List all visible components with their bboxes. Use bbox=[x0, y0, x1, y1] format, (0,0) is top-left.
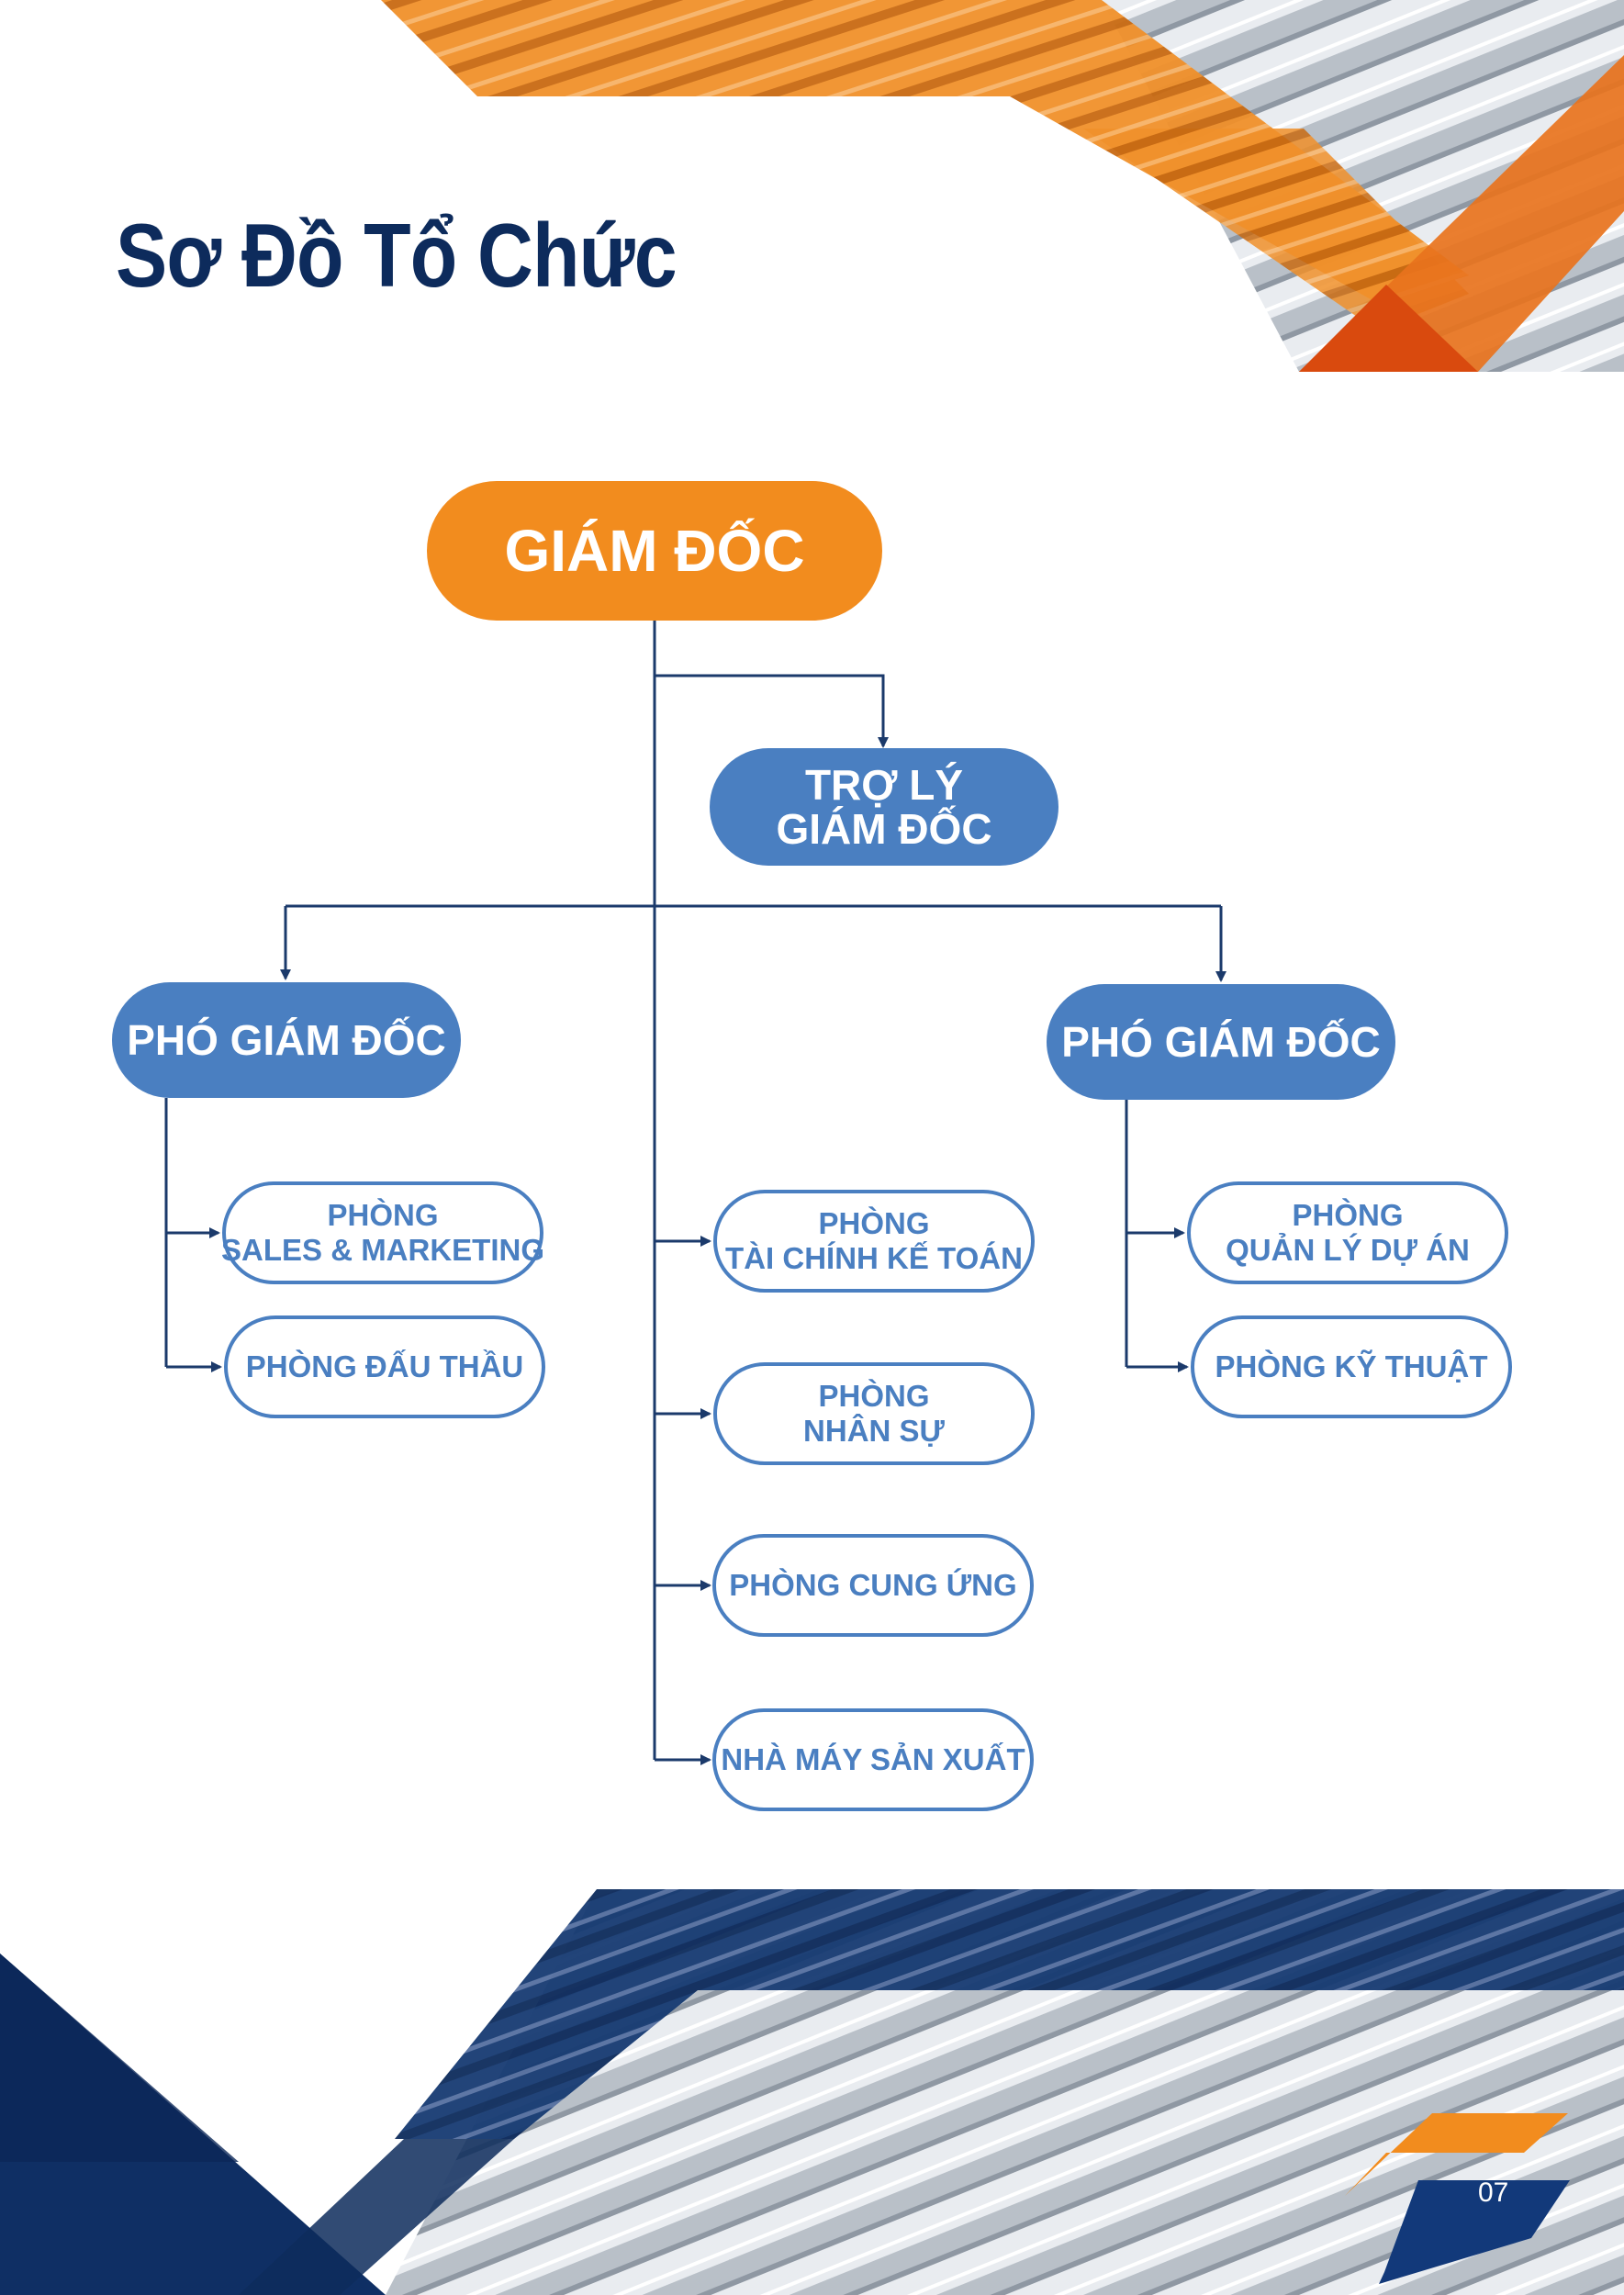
top-banner-photo bbox=[381, 0, 1624, 372]
page-number-badge bbox=[1345, 2113, 1570, 2284]
vp-left-node: PHÓ GIÁM ĐỐC bbox=[112, 982, 461, 1098]
line-to-assistant bbox=[655, 674, 889, 748]
vp-right-label: PHÓ GIÁM ĐỐC bbox=[1061, 1018, 1381, 1066]
bottom-banner-photo bbox=[0, 1889, 1624, 2295]
dept-technical: PHÒNG KỸ THUẬT bbox=[1191, 1315, 1512, 1418]
assistant-node: TRỢ LÝ GIÁM ĐỐC bbox=[710, 748, 1058, 866]
vp-right-node: PHÓ GIÁM ĐỐC bbox=[1047, 984, 1395, 1100]
dept-finance-accounting: PHÒNG TÀI CHÍNH KẾ TOÁN bbox=[713, 1190, 1035, 1293]
director-label: GIÁM ĐỐC bbox=[504, 518, 805, 584]
dept-label-line2: TÀI CHÍNH KẾ TOÁN bbox=[725, 1241, 1023, 1275]
dept-label: PHÒNG CUNG ỨNG bbox=[729, 1568, 1017, 1602]
dept-label-line2: NHÂN SỰ bbox=[803, 1414, 945, 1448]
dept-sales-marketing: PHÒNG SALES & MARKETING bbox=[221, 1181, 545, 1284]
dept-label-line1: PHÒNG bbox=[818, 1206, 930, 1240]
dept-supply: PHÒNG CUNG ỨNG bbox=[712, 1534, 1034, 1637]
page-number: 07 bbox=[1478, 2177, 1509, 2208]
vp-left-label: PHÓ GIÁM ĐỐC bbox=[127, 1016, 446, 1064]
dept-label-line1: PHÒNG bbox=[818, 1379, 930, 1413]
dept-label-line1: PHÒNG bbox=[327, 1198, 439, 1232]
dept-label: PHÒNG ĐẤU THẦU bbox=[245, 1349, 524, 1383]
dept-factory: NHÀ MÁY SẢN XUẤT bbox=[712, 1708, 1034, 1811]
dept-label-line1: PHÒNG bbox=[1292, 1198, 1404, 1232]
dept-hr: PHÒNG NHÂN SỰ bbox=[713, 1362, 1035, 1465]
dept-bidding: PHÒNG ĐẤU THẦU bbox=[224, 1315, 545, 1418]
page-title: Sơ Đồ Tổ Chức bbox=[116, 205, 678, 306]
dept-label: PHÒNG KỸ THUẬT bbox=[1215, 1349, 1488, 1383]
director-node: GIÁM ĐỐC bbox=[427, 481, 882, 621]
dept-label-line2: QUẢN LÝ DỰ ÁN bbox=[1226, 1233, 1470, 1267]
dept-label: NHÀ MÁY SẢN XUẤT bbox=[721, 1742, 1025, 1776]
assistant-label-line2: GIÁM ĐỐC bbox=[776, 805, 992, 853]
dept-label-line2: SALES & MARKETING bbox=[221, 1233, 545, 1267]
dept-project-management: PHÒNG QUẢN LÝ DỰ ÁN bbox=[1187, 1181, 1508, 1284]
assistant-label-line1: TRỢ LÝ bbox=[804, 761, 964, 809]
